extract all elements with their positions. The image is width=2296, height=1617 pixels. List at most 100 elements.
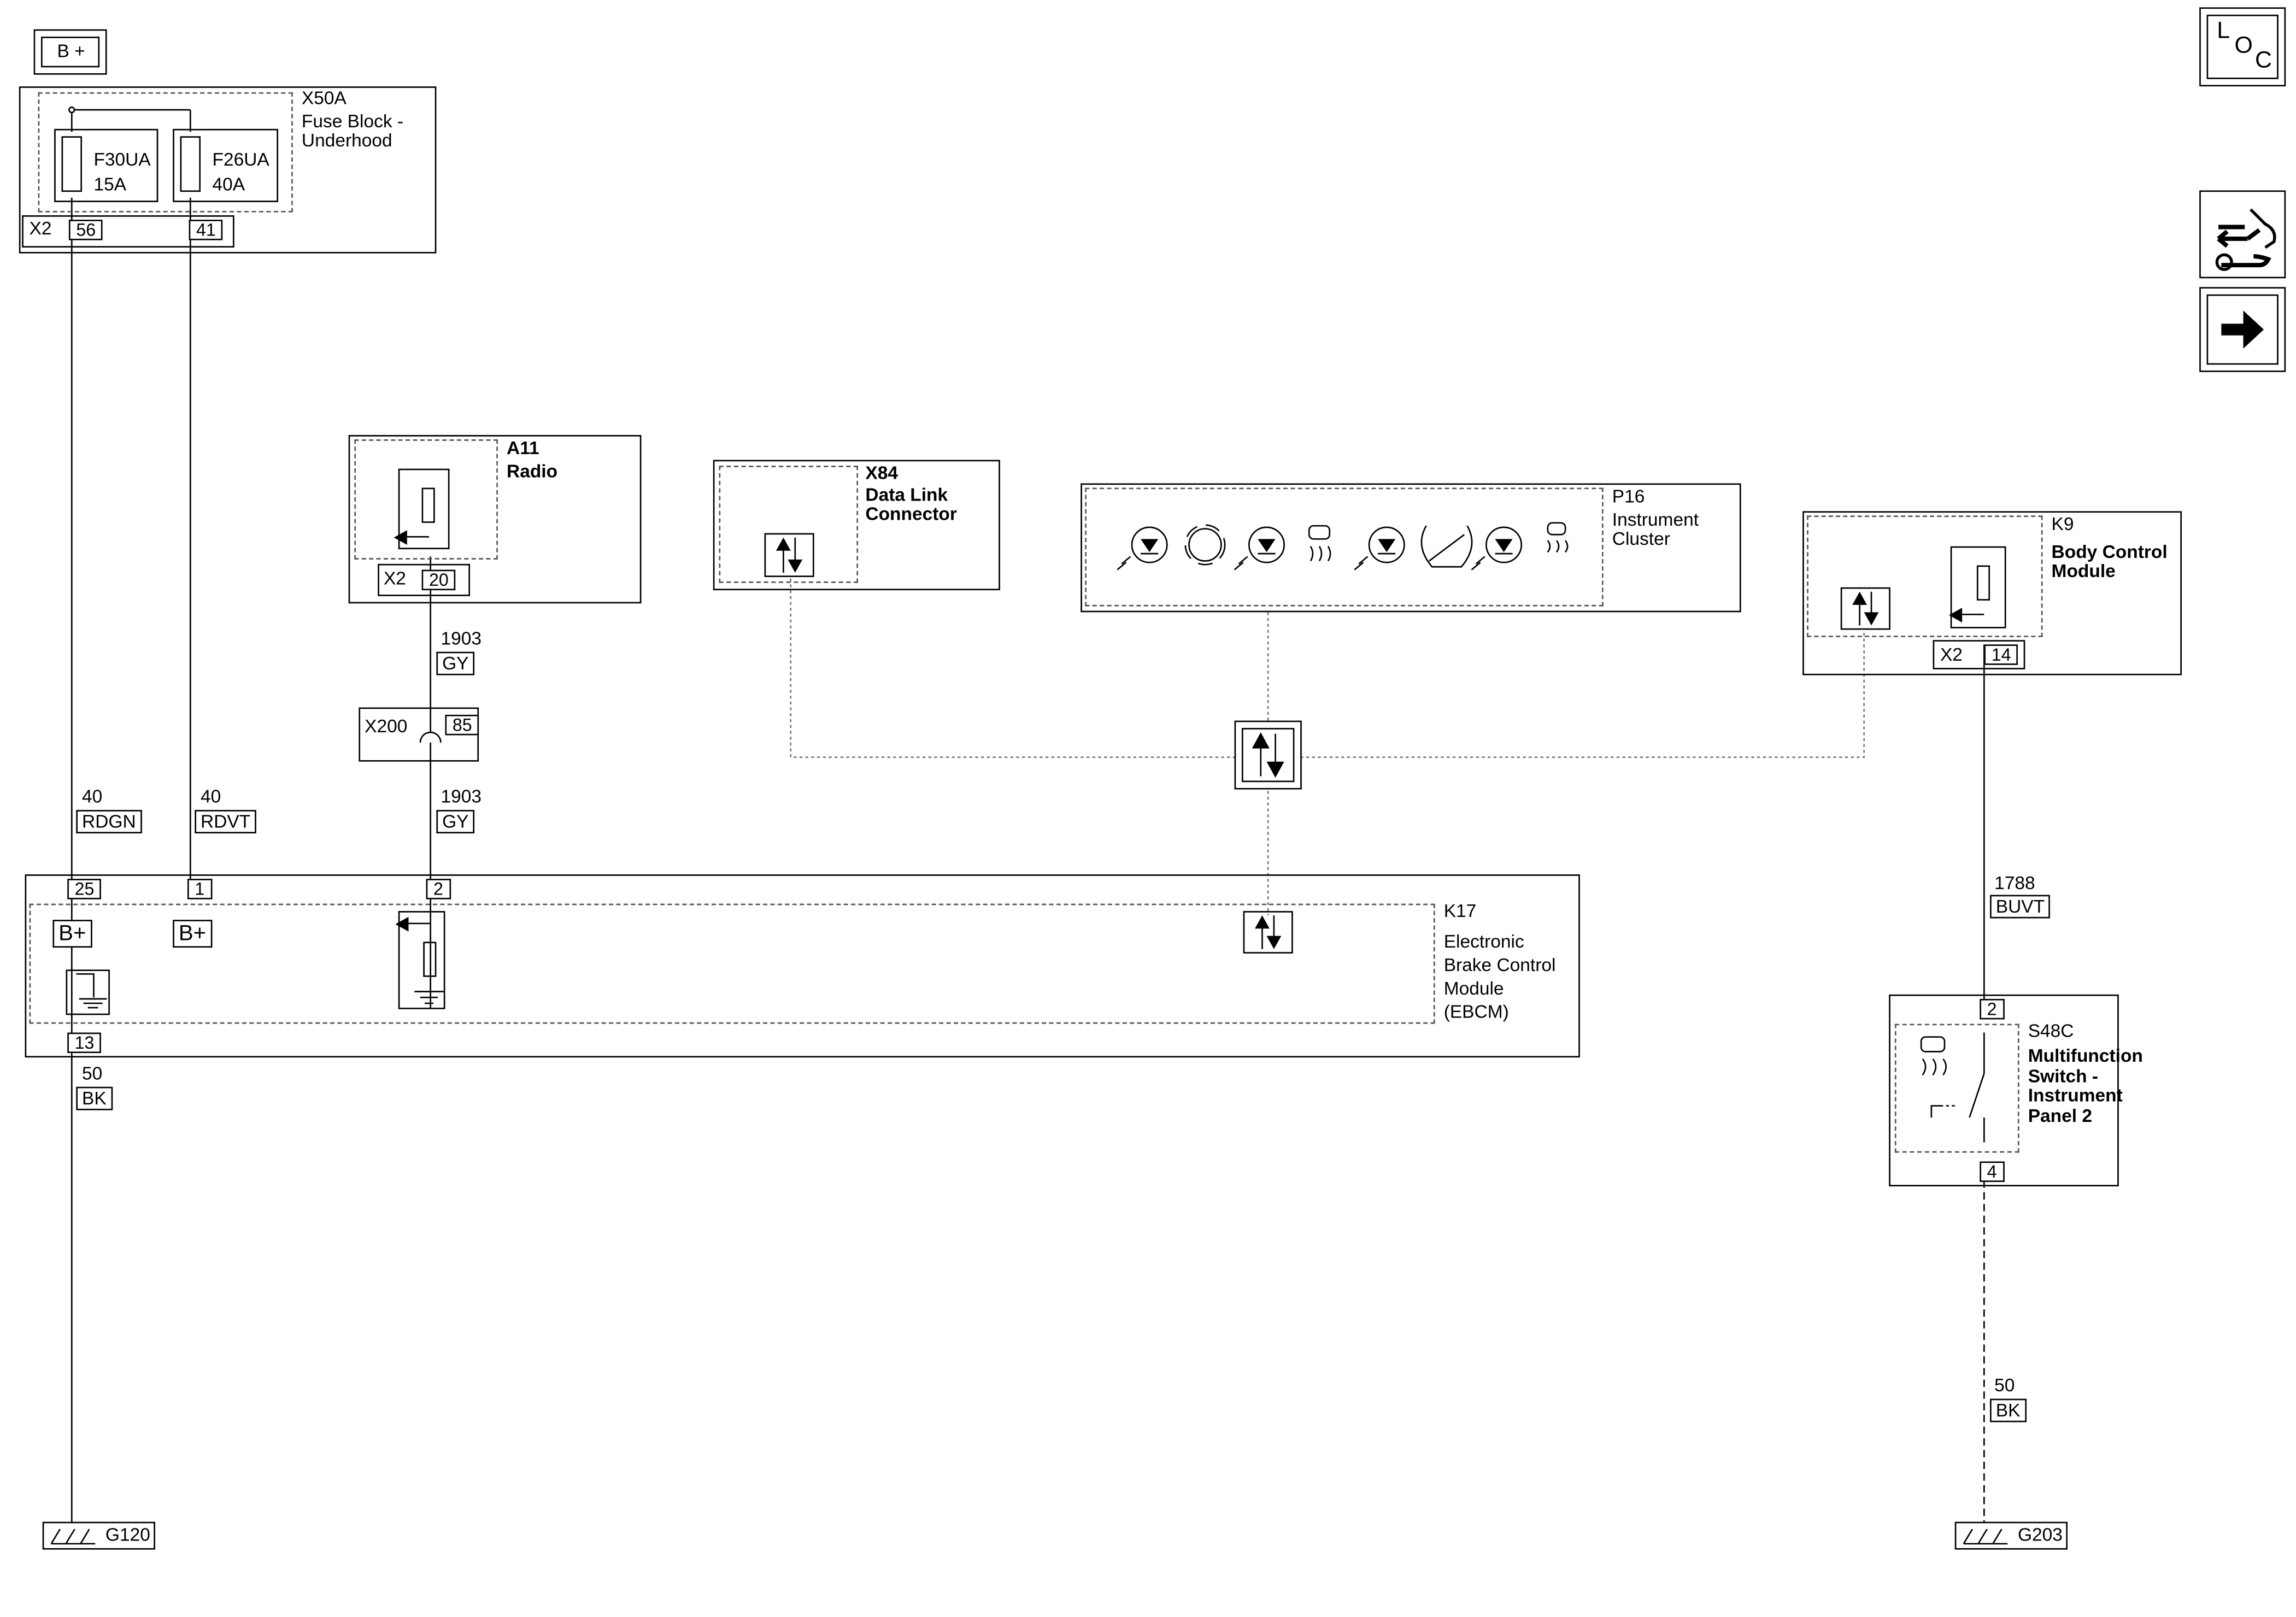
wire-switch-ground-circuit: 50 [1994, 1375, 2015, 1396]
locator-c: C [2254, 48, 2272, 74]
data-link-connector[interactable] [713, 460, 1000, 591]
ebcm-pin-25[interactable]: 25 [67, 879, 102, 899]
stability-control-icon [1547, 522, 1569, 553]
next-page-button-inner [2206, 294, 2279, 365]
ebcm-serial-data-icon [1243, 911, 1293, 954]
fuse-block-connector-id: X2 [29, 218, 52, 239]
inline-connector-id: X200 [365, 716, 408, 737]
body-control-module-inner [1807, 515, 2043, 637]
ground-g120[interactable]: G120 [42, 1521, 155, 1550]
serial-data-junction[interactable] [1234, 720, 1302, 790]
traction-control-icon [1308, 525, 1331, 562]
dlc-serial-data-icon [764, 533, 814, 577]
ebcm-module[interactable] [25, 874, 1580, 1058]
multifunction-switch-inner [1894, 1024, 2019, 1153]
bcm-pin-14[interactable]: 14 [1984, 644, 2018, 665]
ground-g203[interactable]: G203 [1954, 1521, 2068, 1550]
fuse-f30ua[interactable]: F30UA 15A [54, 128, 158, 202]
radio-pin-20[interactable]: 20 [421, 569, 456, 591]
ebcm-pin-1[interactable]: 1 [187, 879, 212, 899]
fuse-f26ua-symbol [180, 136, 201, 192]
indicator-lamp-1-icon [1117, 526, 1168, 571]
fuse-block-id: X50A [301, 87, 347, 109]
ebcm-arrow-line [408, 922, 431, 925]
radio-arrow-line [407, 536, 430, 538]
ground-g203-label: G203 [2017, 1525, 2063, 1545]
next-page-button[interactable] [2199, 287, 2286, 372]
wire-rdgn-color: RDGN [76, 810, 142, 834]
connector-end-view-button[interactable] [2199, 190, 2286, 279]
fuse-f30ua-symbol [61, 136, 83, 192]
radio-module[interactable] [348, 435, 642, 604]
connector-end-view-icon [2215, 208, 2276, 271]
locator-o: O [2234, 33, 2253, 59]
switch-symbol [1920, 1032, 1985, 1143]
bcm-serial-data-icon [1840, 587, 1890, 630]
bcm-connector: X2 14 [1933, 640, 2025, 669]
bcm-arrow-icon [1949, 608, 1963, 623]
data-link-connector-inner [719, 466, 859, 583]
dlc-name: Data Link Connector [865, 485, 957, 525]
wire-radio-circuit: 1903 [441, 628, 481, 649]
wire-ground-color: BK [76, 1086, 113, 1110]
ebcm-pin-2[interactable]: 2 [426, 879, 451, 899]
bcm-connector-id: X2 [1940, 644, 1963, 665]
wire-ebcm-radio-circuit: 1903 [441, 786, 481, 807]
radio-connector-id: X2 [383, 568, 406, 589]
ebcm-id: K17 [1443, 901, 1477, 921]
inline-connector-x200[interactable]: X200 85 [359, 707, 480, 762]
bcm-circuit-symbol [1949, 546, 2006, 628]
wire-switch-ground-color: BK [1990, 1398, 2027, 1422]
dlc-id: X84 [865, 462, 899, 484]
instrument-cluster-inner [1085, 487, 1604, 607]
ebcm-arrow-icon [395, 916, 409, 932]
ebcm-pin-13[interactable]: 13 [67, 1032, 102, 1054]
radio-connector: X2 20 [378, 563, 471, 596]
wire-ebcm-radio-color: GY [436, 810, 475, 834]
switch-id: S48C [2028, 1021, 2074, 1042]
serial-data-junction-inner [1241, 728, 1295, 783]
cluster-id: P16 [1612, 486, 1645, 507]
switch-pin-4[interactable]: 4 [1980, 1161, 2004, 1182]
bcm-resistor-icon [1976, 565, 1990, 601]
radio-resistor-icon [421, 487, 435, 523]
fuse-block-pin-56[interactable]: 56 [68, 220, 103, 240]
indicator-lamp-2-icon [1234, 526, 1285, 571]
inline-connector-pin-85[interactable]: 85 [445, 714, 480, 736]
tire-pressure-icon [1420, 525, 1473, 568]
radio-id: A11 [507, 438, 539, 458]
switch-pin-2[interactable]: 2 [1980, 998, 2004, 1020]
fuse-block[interactable] [19, 86, 437, 254]
battery-positive-inner: B + [41, 37, 100, 68]
radio-arrow-icon [394, 530, 407, 545]
ground-g120-label: G120 [105, 1525, 150, 1545]
fuse-f26ua[interactable]: F26UA 40A [173, 128, 279, 202]
ebcm-name: Electronic Brake Control Module (EBCM) [1443, 931, 1556, 1022]
radio-name: Radio [507, 461, 558, 482]
battery-positive-box: B + [33, 29, 107, 75]
ground-g203-icon [1963, 1528, 2008, 1545]
ground-g120-icon [50, 1528, 96, 1545]
fuse-block-pin-41[interactable]: 41 [189, 220, 224, 240]
wire-rdvt-circuit: 40 [201, 786, 221, 807]
brake-warning-icon [1184, 524, 1226, 566]
wire-rdgn-circuit: 40 [82, 786, 103, 807]
multifunction-switch[interactable] [1889, 994, 2119, 1186]
wire-radio-color: GY [436, 651, 475, 675]
instrument-cluster[interactable] [1081, 483, 1741, 613]
ebcm-bplus-2: B+ [173, 920, 212, 948]
cluster-name: Instrument Cluster [1612, 509, 1699, 550]
ebcm-ground-symbol [66, 969, 110, 1015]
locator-button[interactable]: L O C [2199, 7, 2286, 87]
body-control-module[interactable] [1802, 511, 2182, 675]
bcm-arrow-line [1962, 614, 1984, 615]
bcm-id: K9 [2051, 514, 2074, 535]
ebcm-input-circuit-symbol [395, 911, 445, 1009]
ebcm-bplus-1: B+ [52, 920, 92, 948]
bcm-name: Body Control Module [2051, 542, 2168, 582]
wire-buvt-circuit: 1788 [1994, 873, 2035, 893]
fuse-block-name: Fuse Block - Underhood [301, 111, 404, 151]
switch-name: Multifunction Switch - Instrument Panel … [2028, 1045, 2143, 1126]
fuse-f30ua-id: F30UA [93, 149, 151, 170]
